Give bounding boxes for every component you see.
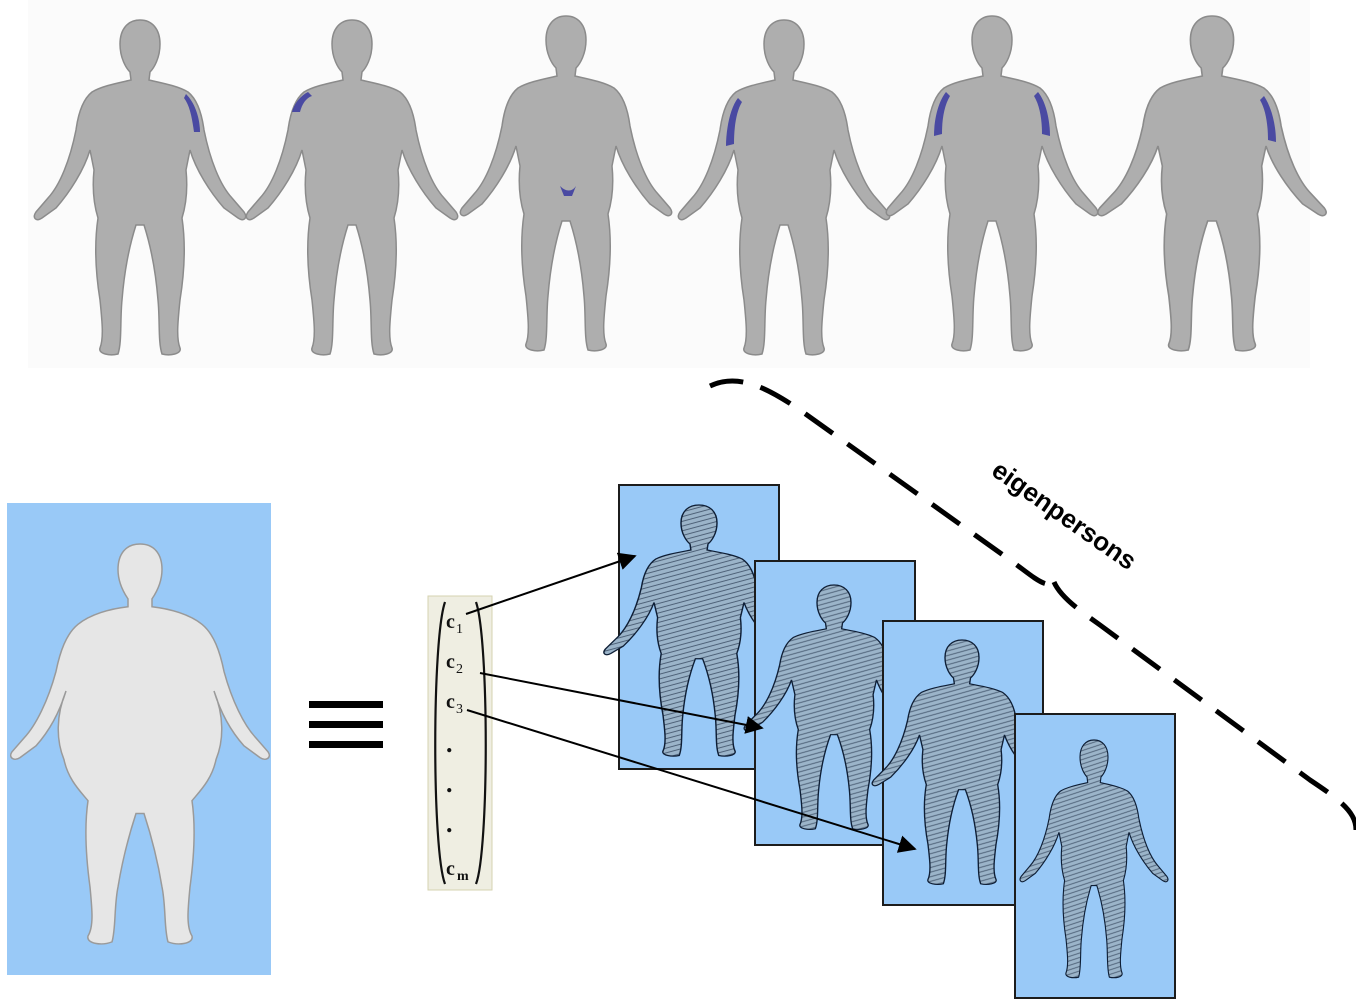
training-scans-row xyxy=(28,0,1326,368)
coefficient-c2-sub: 2 xyxy=(456,662,463,677)
target-scan-panel xyxy=(7,503,271,975)
coefficient-vector: c 1 c 2 c 3 . . . c m xyxy=(428,596,492,890)
coefficient-c2-base: c xyxy=(446,651,455,673)
ellipsis-dot-1: . xyxy=(446,729,453,758)
coefficient-c1-sub: 1 xyxy=(456,622,463,637)
coefficient-cm-sub: m xyxy=(457,869,469,884)
ellipsis-dot-2: . xyxy=(446,769,453,798)
coefficient-c3-sub: 3 xyxy=(456,702,463,717)
equivalence-symbol xyxy=(309,701,383,748)
eigenperson-stack xyxy=(604,485,1175,998)
ellipsis-dot-3: . xyxy=(446,809,453,838)
coefficient-cm-base: c xyxy=(446,858,455,880)
arrow-c1 xyxy=(466,556,635,614)
coefficient-c1-base: c xyxy=(446,611,455,633)
coefficient-c3-base: c xyxy=(446,691,455,713)
eigenpersons-label: eigenpersons xyxy=(987,454,1143,576)
eigenperson-panel-4 xyxy=(1015,714,1175,998)
